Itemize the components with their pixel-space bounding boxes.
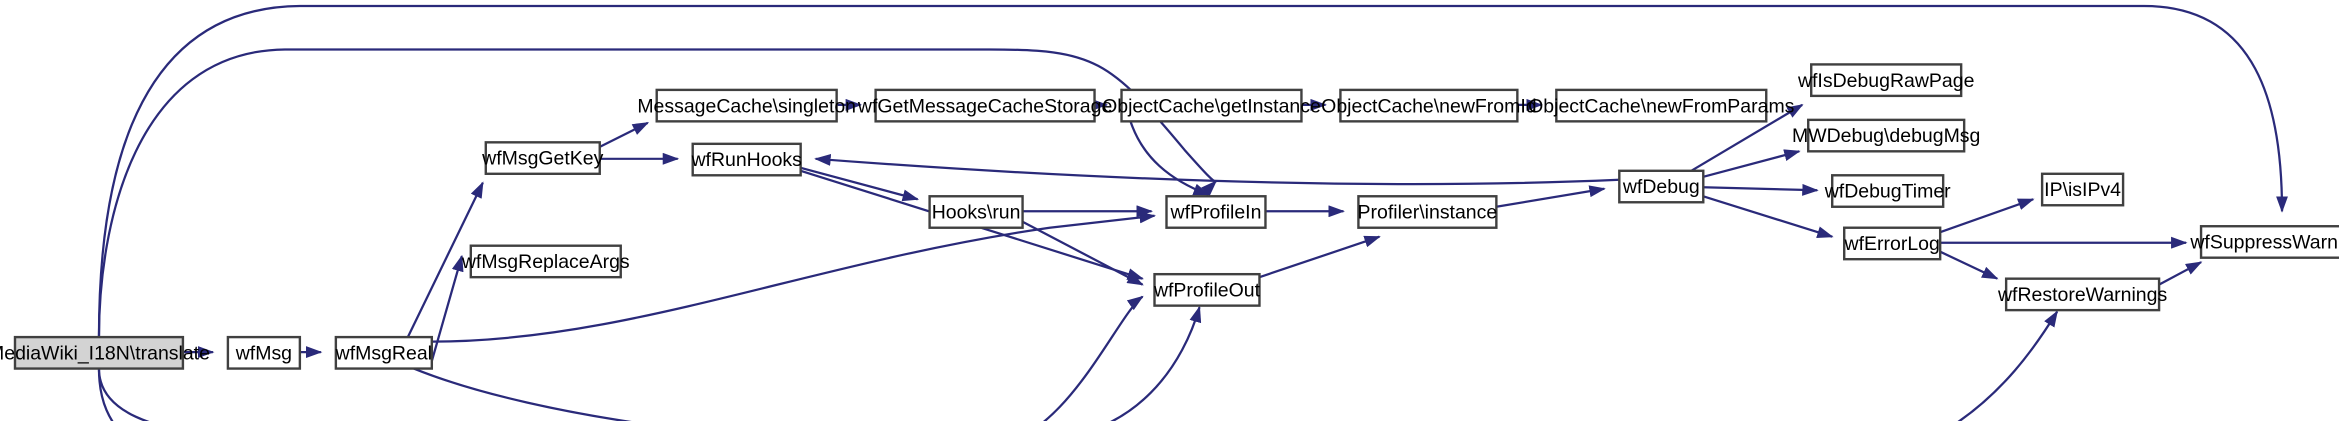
graph-node-objectcachenewfromid[interactable]: ObjectCache\newFromId <box>1321 88 1537 123</box>
node-rect <box>1339 88 1519 123</box>
edge-wfdebug-to-wfisdebugrawpage <box>1690 103 1804 172</box>
node-rect <box>334 335 434 370</box>
graph-node-ipisipv4[interactable]: IP\isIPv4 <box>2040 172 2125 207</box>
node-label: IP\isIPv4 <box>2044 179 2121 201</box>
node-label: wfProfileIn <box>1170 202 1262 224</box>
node-rect <box>1810 63 1963 98</box>
graph-node-messagecachesingleton[interactable]: MessageCache\singleton <box>637 88 856 123</box>
node-rect <box>1357 195 1498 229</box>
edge-wfmsgreal-to-wfmsggetkey <box>406 181 484 338</box>
node-layer: MediaWiki_I18N\translate wfMsg wfMsgReal wf… <box>0 63 2339 370</box>
node-rect <box>1120 88 1303 123</box>
graph-node-wfprofileout[interactable]: wfProfileOut <box>1153 272 1261 307</box>
graph-node-wfisdebugrawpage[interactable]: wfIsDebugRawPage <box>1797 63 1974 98</box>
node-rect <box>1618 169 1705 204</box>
node-rect <box>2199 225 2339 259</box>
edge-wfprofileout-to-profilerinstance <box>1259 235 1381 279</box>
node-rect <box>1831 174 1945 208</box>
graph-node-wferrorlog[interactable]: wfErrorLog <box>1843 226 1942 261</box>
node-label: MWDebug\debugMsg <box>1792 125 1980 147</box>
node-rect <box>874 88 1096 123</box>
graph-node-wfrestorewarnings[interactable]: wfRestoreWarnings <box>1997 277 2167 312</box>
edge-profilerinstance-to-wfdebug <box>1496 185 1606 208</box>
graph-node-wfgetmessagecachestorage[interactable]: wfGetMessageCacheStorage <box>857 88 1112 123</box>
node-rect <box>928 195 1024 229</box>
node-rect <box>2004 277 2161 312</box>
node-rect <box>469 244 622 279</box>
edge-wfmsgreal-to-wfmsgreplaceargs <box>430 254 464 362</box>
node-label: MessageCache\singleton <box>637 95 856 117</box>
node-rect <box>13 335 185 370</box>
edge-translate-to-wfprofileout <box>97 305 1202 421</box>
graph-node-wfmsgreplaceargs[interactable]: wfMsgReplaceArgs <box>461 244 630 279</box>
node-label: wfProfileOut <box>1153 280 1261 302</box>
edge-translate-to-wfrestorewarnings <box>97 310 2059 421</box>
node-rect <box>691 142 802 177</box>
graph-node-wfprofilein[interactable]: wfProfileIn <box>1165 195 1267 229</box>
graph-node-wfmsgreal[interactable]: wfMsgReal <box>334 335 434 370</box>
edge-translate-to-wfprofilein <box>97 48 1218 338</box>
graph-node-profilerinstance[interactable]: Profiler\instance <box>1357 195 1498 229</box>
node-rect <box>1555 88 1768 123</box>
graph-node-objectcachenewfromparams[interactable]: ObjectCache\newFromParams <box>1528 88 1795 123</box>
node-label: wfIsDebugRawPage <box>1797 70 1974 92</box>
node-label: Profiler\instance <box>1358 202 1498 224</box>
node-rect <box>655 88 838 123</box>
node-label: Hooks\run <box>932 202 1021 224</box>
node-label: ObjectCache\getInstance <box>1102 95 1321 117</box>
node-label: MediaWiki_I18N\translate <box>0 342 210 364</box>
node-label: wfDebugTimer <box>1824 181 1951 203</box>
edge-wfdebug-to-wfrunhooks <box>814 153 1620 186</box>
node-label: wfMsgReal <box>335 342 432 364</box>
graph-node-mwdebugdebugmsg[interactable]: MWDebug\debugMsg <box>1792 118 1980 153</box>
node-rect <box>1843 226 1942 261</box>
edge-wfrestorewarnings-to-wfsuppresswarnings <box>2158 261 2203 286</box>
edge-wfmsggetkey-to-messagecachesingleton <box>599 121 650 148</box>
node-label: wfErrorLog <box>1844 233 1940 255</box>
graph-node-wfsuppresswarnings[interactable]: wfSuppressWarnings <box>2189 225 2339 259</box>
graph-node-wfmsg[interactable]: wfMsg <box>226 335 302 370</box>
node-rect <box>484 141 601 175</box>
edge-wfrunhooks-to-hooksrun <box>800 166 920 202</box>
edge-wfmsgreal-to-wfprofileout <box>413 295 1144 421</box>
graph-node-wfdebug[interactable]: wfDebug <box>1618 169 1705 204</box>
graph-node-wfdebugtimer[interactable]: wfDebugTimer <box>1824 174 1951 208</box>
edge-wferrorlog-to-wfrestorewarnings <box>1939 250 1999 280</box>
node-label: ObjectCache\newFromParams <box>1528 95 1795 117</box>
node-label: wfGetMessageCacheStorage <box>857 95 1112 117</box>
node-rect <box>1165 195 1267 229</box>
node-label: ObjectCache\newFromId <box>1321 95 1536 117</box>
node-rect <box>1807 118 1966 153</box>
node-label: wfSuppressWarnings <box>2189 232 2339 254</box>
node-label: wfDebug <box>1622 176 1700 198</box>
node-label: wfRunHooks <box>690 149 802 171</box>
edge-wfdebug-to-mwdebugdebugmsg <box>1702 149 1801 178</box>
edge-hooksrun-to-wfprofileout <box>1022 220 1144 286</box>
edge-layer <box>97 4 2289 421</box>
edge-objectcachegetinstance-to-wfprofilein <box>1129 121 1210 196</box>
node-label: wfRestoreWarnings <box>1997 284 2167 306</box>
node-rect <box>2040 172 2125 207</box>
graph-node-translate[interactable]: MediaWiki_I18N\translate <box>0 335 210 370</box>
edge-translate-to-wfsuppresswarnings <box>97 4 2289 338</box>
graph-node-wfrunhooks[interactable]: wfRunHooks <box>690 142 802 177</box>
node-label: wfMsgReplaceArgs <box>461 251 630 273</box>
edge-wfdebug-to-wfdebugtimer <box>1703 183 1819 196</box>
node-rect <box>1153 272 1261 307</box>
edge-wfmsgreal-to-wfprofilein <box>431 211 1156 343</box>
graph-node-hooksrun[interactable]: Hooks\run <box>928 195 1024 229</box>
edge-wfdebug-to-wferrorlog <box>1702 195 1834 238</box>
node-rect <box>226 335 302 370</box>
node-label: wfMsgGetKey <box>481 148 603 170</box>
graph-node-objectcachegetinstance[interactable]: ObjectCache\getInstance <box>1102 88 1321 123</box>
node-label: wfMsg <box>235 342 292 364</box>
edge-wferrorlog-to-ipisipv4 <box>1939 198 2035 234</box>
graph-node-wfmsggetkey[interactable]: wfMsgGetKey <box>481 141 604 175</box>
